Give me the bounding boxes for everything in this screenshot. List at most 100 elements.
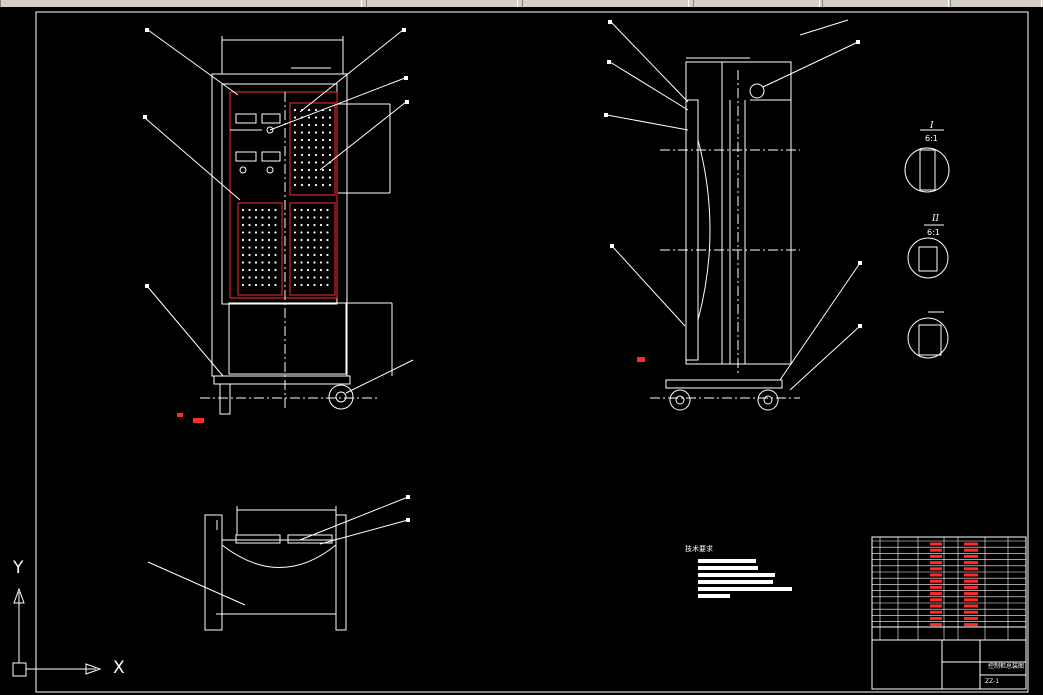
technical-requirements: 技术要求 <box>685 544 792 598</box>
terminal-dot <box>274 283 277 287</box>
detail-1-scale: 6:1 <box>925 134 938 143</box>
terminal-dot <box>300 138 304 142</box>
terminal-dot <box>300 223 303 227</box>
parts-list-cell <box>964 623 978 627</box>
terminal-dot <box>306 216 310 219</box>
terminal-dot <box>328 116 332 119</box>
top-view <box>147 496 409 631</box>
terminal-dot <box>293 146 297 149</box>
parts-list-cell <box>930 598 942 602</box>
terminal-dot <box>328 153 332 157</box>
parts-list-cell <box>964 561 978 565</box>
top-view-leader-tags <box>406 495 410 522</box>
terminal-dot <box>300 153 304 157</box>
terminal-dot <box>248 216 251 219</box>
terminal-dot <box>293 183 297 187</box>
terminal-dot <box>319 216 323 219</box>
terminal-dot <box>326 231 329 234</box>
drawing-canvas[interactable]: I 6:1 II 6:1 技术要求 <box>0 7 1043 695</box>
terminal-dot <box>313 216 316 219</box>
terminal-dot <box>241 223 245 227</box>
terminal-dot <box>328 176 332 179</box>
ucs-x-label: X <box>113 658 125 678</box>
toolbar-strip <box>0 0 1043 7</box>
terminal-dot <box>300 246 303 249</box>
parts-list-cell <box>930 592 942 596</box>
terminal-dot <box>293 223 297 227</box>
parts-list-cell <box>964 616 978 620</box>
terminal-dot <box>293 246 297 249</box>
terminal-dot <box>261 208 264 212</box>
toolbar-segment-1[interactable] <box>0 0 362 7</box>
terminal-dot <box>267 268 271 272</box>
drawing-frame <box>35 11 1029 693</box>
terminal-dot <box>319 283 323 287</box>
terminal-dot <box>261 216 264 219</box>
terminal-dot <box>300 131 304 134</box>
terminal-dot <box>254 231 258 234</box>
terminal-dot <box>307 116 311 119</box>
parts-list-cell <box>930 579 942 583</box>
parts-list-cell <box>964 573 978 577</box>
terminal-dot <box>326 261 329 264</box>
terminal-dot <box>293 123 297 127</box>
terminal-dot <box>274 268 277 272</box>
parts-list-cell <box>930 554 942 558</box>
toolbar-segment-2[interactable] <box>366 0 518 7</box>
toolbar-segment-6[interactable] <box>950 0 1042 7</box>
terminal-panel-upper <box>289 102 336 196</box>
terminal-dot <box>274 231 277 234</box>
terminal-dot <box>267 246 271 249</box>
terminal-dot <box>321 168 325 172</box>
terminal-dot <box>241 216 245 219</box>
terminal-panel-right <box>289 202 336 296</box>
terminal-dot <box>241 283 245 287</box>
terminal-dot <box>319 276 323 279</box>
terminal-dot <box>241 268 245 272</box>
terminal-dot <box>274 253 277 257</box>
terminal-dot <box>241 246 245 249</box>
terminal-dot <box>293 116 297 119</box>
terminal-dot <box>248 231 251 234</box>
terminal-dot <box>306 283 310 287</box>
terminal-dot <box>321 116 325 119</box>
parts-list-cell <box>964 542 978 546</box>
toolbar-segment-5[interactable] <box>822 0 949 7</box>
terminal-dot <box>306 276 310 279</box>
terminal-dot <box>293 168 297 172</box>
terminal-dot <box>319 268 323 272</box>
terminal-dot <box>300 168 304 172</box>
terminal-dot <box>300 146 304 149</box>
terminal-dot <box>293 231 297 234</box>
parts-list-cell <box>930 542 942 546</box>
terminal-dot <box>326 216 329 219</box>
terminal-dot <box>328 161 332 164</box>
terminal-dot <box>261 268 264 272</box>
terminal-dot <box>300 176 304 179</box>
terminal-dot <box>321 131 325 134</box>
detail-1-label: I <box>929 121 934 131</box>
terminal-dot <box>319 261 323 264</box>
caster-wheel-right <box>328 384 354 410</box>
terminal-dot <box>313 268 316 272</box>
terminal-dot <box>300 261 303 264</box>
terminal-dot <box>306 231 310 234</box>
terminal-panel-left <box>237 202 283 296</box>
terminal-dot <box>248 238 251 242</box>
terminal-dot <box>248 268 251 272</box>
toolbar-segment-3[interactable] <box>522 0 689 7</box>
terminal-dot <box>314 153 318 157</box>
terminal-dot <box>313 283 316 287</box>
terminal-dot <box>261 223 264 227</box>
terminal-dot <box>306 253 310 257</box>
terminal-dot <box>261 246 264 249</box>
terminal-dot <box>326 268 329 272</box>
toolbar-segment-4[interactable] <box>693 0 820 7</box>
terminal-dot <box>306 208 310 212</box>
terminal-dot <box>328 123 332 127</box>
parts-list-cell <box>930 616 942 620</box>
terminal-dot <box>254 253 258 257</box>
terminal-dot <box>293 131 297 134</box>
terminal-dot <box>328 168 332 172</box>
terminal-dot <box>248 261 251 264</box>
